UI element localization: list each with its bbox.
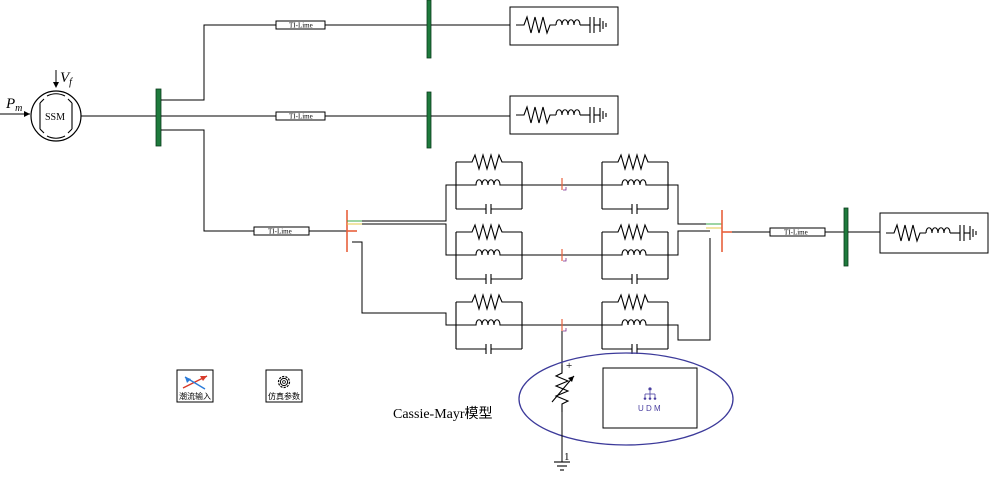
bus-2[interactable] bbox=[426, 91, 432, 149]
breaker-left[interactable] bbox=[346, 210, 357, 252]
hierarchy-icon bbox=[643, 387, 657, 400]
arc-branch-right-3[interactable] bbox=[601, 294, 669, 355]
breaker-right[interactable] bbox=[721, 210, 732, 252]
generator-input-pm: Pm bbox=[0, 96, 30, 117]
arc-model-label: Cassie-Mayr模型 bbox=[393, 406, 493, 422]
ssm-label: SSM bbox=[45, 112, 65, 123]
arc-branch-right-1[interactable] bbox=[601, 154, 669, 215]
bus-1[interactable] bbox=[426, 0, 432, 59]
udm-block[interactable]: U D M bbox=[602, 367, 698, 429]
ground-index: 1 bbox=[564, 451, 570, 463]
load-2[interactable] bbox=[509, 95, 619, 135]
crossed-arrows-icon bbox=[182, 375, 208, 390]
arc-branch-left-2[interactable] bbox=[455, 224, 523, 285]
transmission-line-1[interactable]: TI-Lime bbox=[275, 20, 326, 30]
generator-input-vf: Vf bbox=[53, 70, 73, 88]
gear-icon bbox=[277, 375, 291, 389]
main-bus[interactable] bbox=[155, 88, 162, 147]
synchronous-machine[interactable]: SSM bbox=[30, 90, 82, 142]
udm-label: U D M bbox=[638, 404, 661, 413]
tl2-label: TI-Lime bbox=[289, 113, 313, 121]
plus-sign: + bbox=[566, 360, 572, 372]
load-1[interactable] bbox=[509, 6, 619, 46]
mid-breaker-1[interactable] bbox=[561, 177, 567, 191]
tl4-label: TI-Lime bbox=[784, 229, 808, 237]
load-3[interactable] bbox=[879, 212, 989, 254]
tl3-label: TI-Lime bbox=[268, 228, 292, 236]
transmission-line-2[interactable]: TI-Lime bbox=[275, 111, 326, 121]
arc-branch-left-3[interactable] bbox=[455, 294, 523, 355]
arc-branch-right-2[interactable] bbox=[601, 224, 669, 285]
simulation-params-button[interactable]: 仿真参数 bbox=[265, 369, 303, 403]
arc-branch-left-1[interactable] bbox=[455, 154, 523, 215]
ground-symbol bbox=[554, 461, 570, 471]
power-flow-input-button[interactable]: 潮流输入 bbox=[176, 369, 214, 403]
variable-resistor[interactable] bbox=[551, 365, 575, 412]
bus-3[interactable] bbox=[843, 207, 849, 267]
transmission-line-4[interactable]: TI-Lime bbox=[769, 227, 826, 237]
sim-params-label: 仿真参数 bbox=[268, 391, 300, 401]
transmission-line-3[interactable]: TI-Lime bbox=[253, 226, 310, 236]
power-flow-label: 潮流输入 bbox=[179, 391, 211, 401]
vf-label: Vf bbox=[60, 70, 73, 88]
pm-label: Pm bbox=[5, 96, 22, 114]
arc-model-ellipse[interactable] bbox=[518, 352, 734, 446]
tl1-label: TI-Lime bbox=[289, 22, 313, 30]
